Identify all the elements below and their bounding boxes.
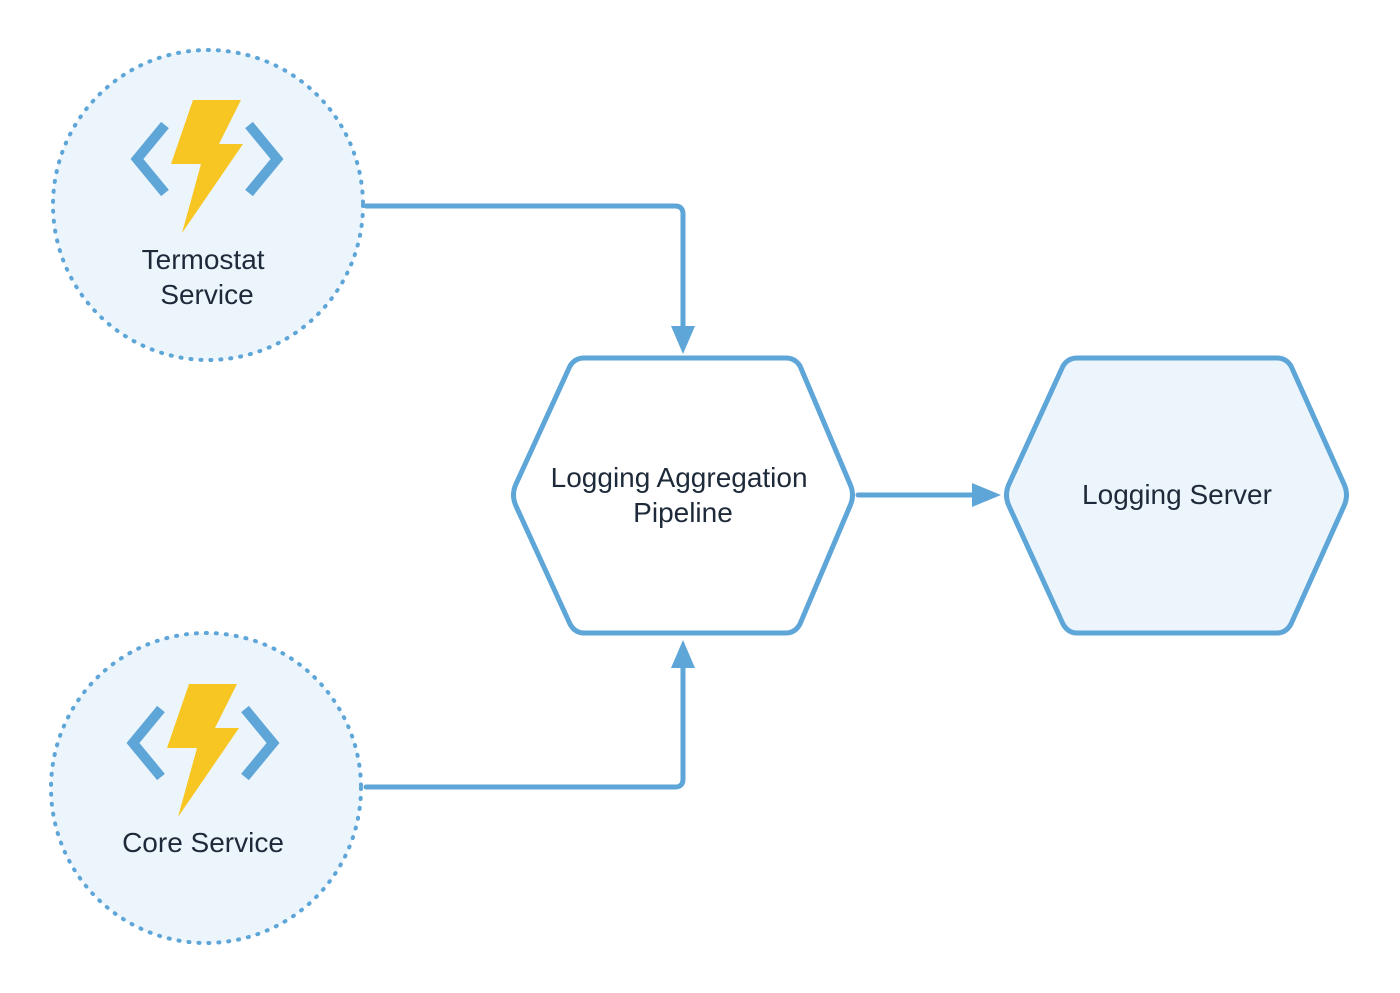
svg-text:Core Service: Core Service xyxy=(122,827,284,858)
pipeline-label-line-2: Pipeline xyxy=(633,497,733,528)
core-service-node[interactable]: Core Service xyxy=(49,631,363,945)
termostat-service-label-line-2: Service xyxy=(160,279,253,310)
pipeline-label-line-1: Logging Aggregation xyxy=(551,462,808,493)
logging-server-node[interactable]: Logging Server xyxy=(1004,355,1349,636)
pipeline-hexagon xyxy=(511,355,855,636)
arrowhead-down-icon xyxy=(671,326,695,354)
arrowhead-up-icon xyxy=(671,640,695,668)
logging-aggregation-pipeline-node[interactable]: Logging Aggregation Pipeline xyxy=(511,355,855,636)
termostat-service-circle xyxy=(51,48,365,362)
connector-termostat-to-pipeline xyxy=(363,203,686,331)
svg-text:Logging Aggregation Pipe: Logging Aggregation Pipeline xyxy=(551,462,816,528)
svg-text:Logging Server: Logging Server xyxy=(1082,479,1272,510)
connectors xyxy=(363,203,979,790)
azure-functions-icon xyxy=(130,100,284,233)
arrowhead-right-icon xyxy=(972,483,1001,507)
termostat-service-label-line-1: Termostat xyxy=(142,244,265,275)
azure-functions-icon xyxy=(126,684,280,817)
connector-core-to-pipeline xyxy=(363,663,686,790)
server-label: Logging Server xyxy=(1082,479,1272,510)
arrowheads xyxy=(671,326,1001,668)
termostat-service-node[interactable]: Termostat Service xyxy=(51,48,365,362)
core-service-circle xyxy=(49,631,363,945)
svg-text:Termostat Service: Termostat Service xyxy=(142,244,273,310)
server-hexagon xyxy=(1004,355,1349,636)
core-service-label: Core Service xyxy=(122,827,284,858)
